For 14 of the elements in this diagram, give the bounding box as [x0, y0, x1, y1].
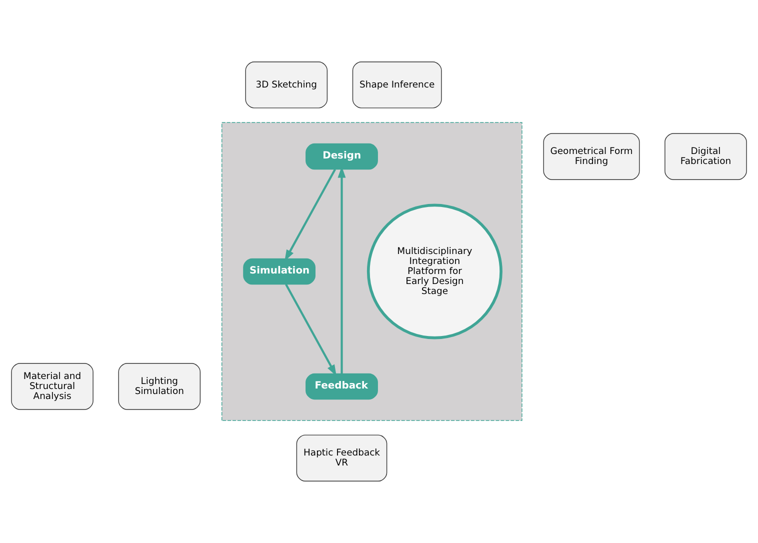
- node-box: Material and Structural Analysis: [11, 363, 94, 410]
- node-box: 3D Sketching: [245, 61, 328, 108]
- node-circle: Multidisciplinary Integration Platform for Early Design Stage: [366, 204, 502, 340]
- cluster: [221, 122, 522, 421]
- node-box: Shape Inference: [352, 61, 442, 108]
- node-box: Feedback: [306, 373, 378, 400]
- arrow: [285, 284, 336, 376]
- node-box: Digital Fabrication: [664, 133, 747, 180]
- node-box: Design: [306, 143, 378, 170]
- node-box: Haptic Feedback VR: [296, 434, 388, 482]
- arrow: [284, 168, 336, 262]
- node-box: Lighting Simulation: [118, 363, 201, 410]
- node-box: Geometrical Form Finding: [543, 133, 640, 180]
- node-box: Simulation: [243, 258, 316, 285]
